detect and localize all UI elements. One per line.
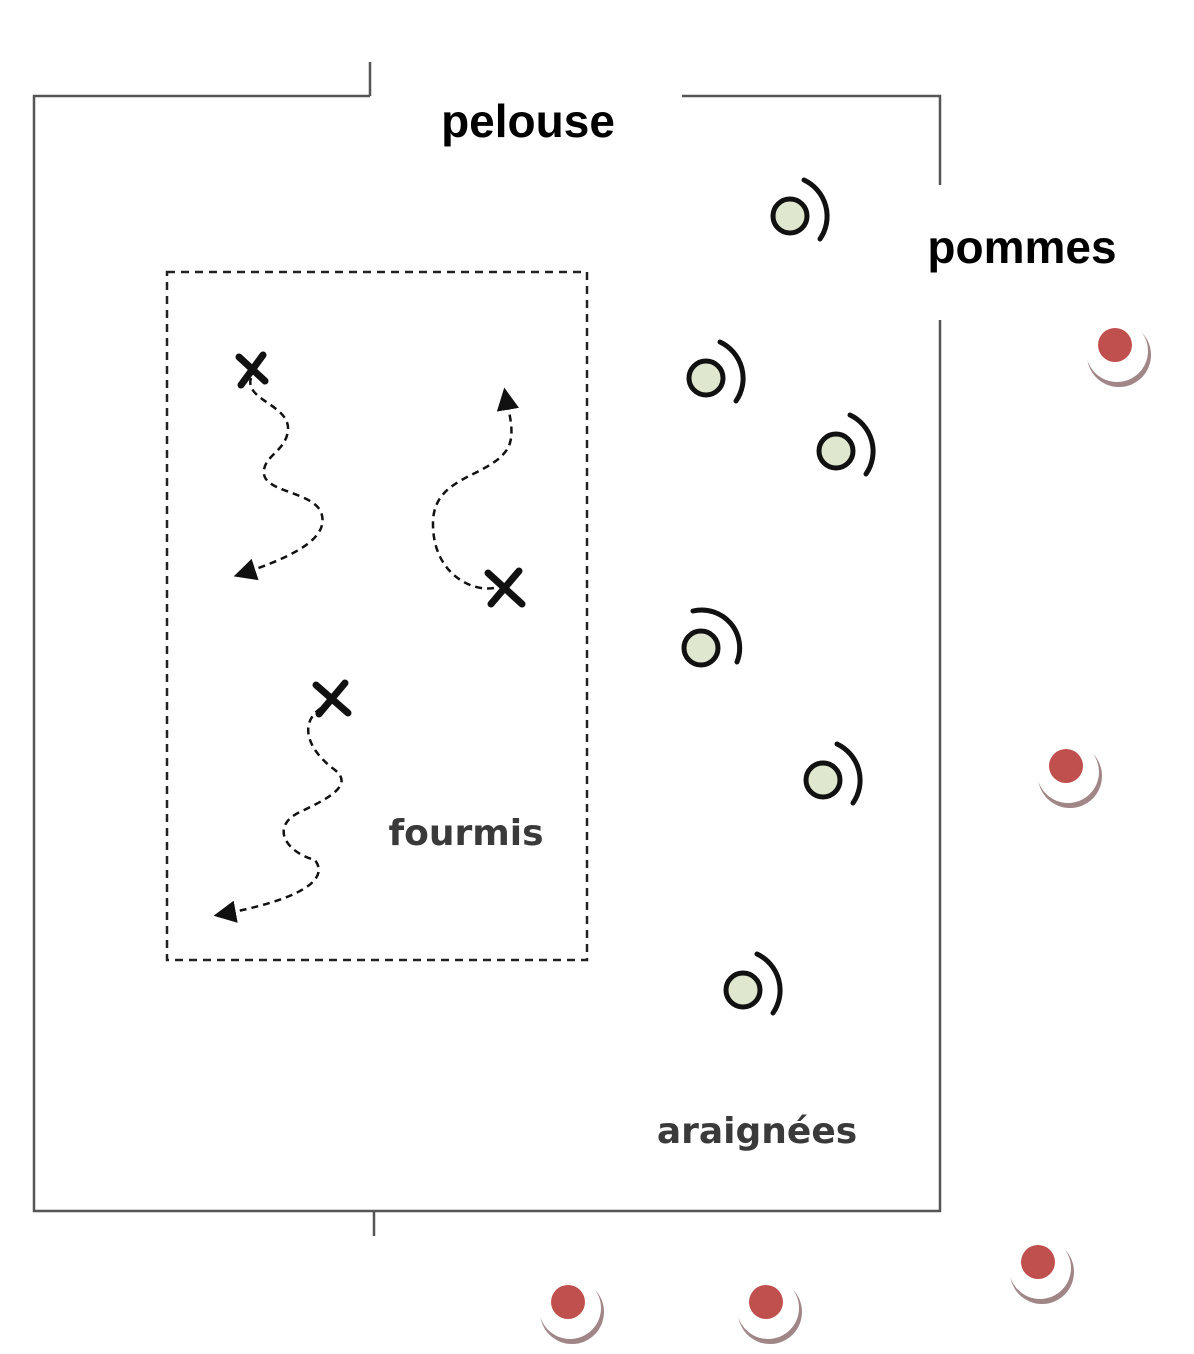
ant-path (213, 706, 343, 923)
apple-dot-icon (1037, 741, 1102, 808)
ant-1 (233, 351, 324, 581)
lawn-border (32, 62, 942, 1236)
label-ants: fourmis (388, 813, 543, 854)
apple-dot-icon (737, 1277, 802, 1344)
ant-2 (431, 387, 526, 608)
x-mark-icon (312, 679, 352, 718)
apple-dot-icon (1086, 320, 1151, 387)
label-apples: pommes (927, 221, 1116, 273)
spider-web-icon (723, 951, 783, 1016)
spider-web-icon (816, 412, 876, 477)
spider-web-icon (681, 607, 743, 668)
spider-web-icon (803, 741, 863, 806)
ants-zone (165, 270, 589, 962)
ant-path (233, 377, 324, 581)
x-mark-icon (484, 567, 526, 608)
label-spiders: araignées (657, 1111, 857, 1152)
ant-path (431, 387, 520, 590)
spider-web-icon (770, 177, 830, 242)
label-lawn: pelouse (441, 95, 615, 147)
apple-dot-icon (539, 1277, 604, 1344)
apple-dot-icon (1009, 1237, 1074, 1304)
spider-web-icon (686, 339, 746, 404)
x-mark-icon (235, 351, 269, 389)
ant-3 (213, 679, 352, 923)
